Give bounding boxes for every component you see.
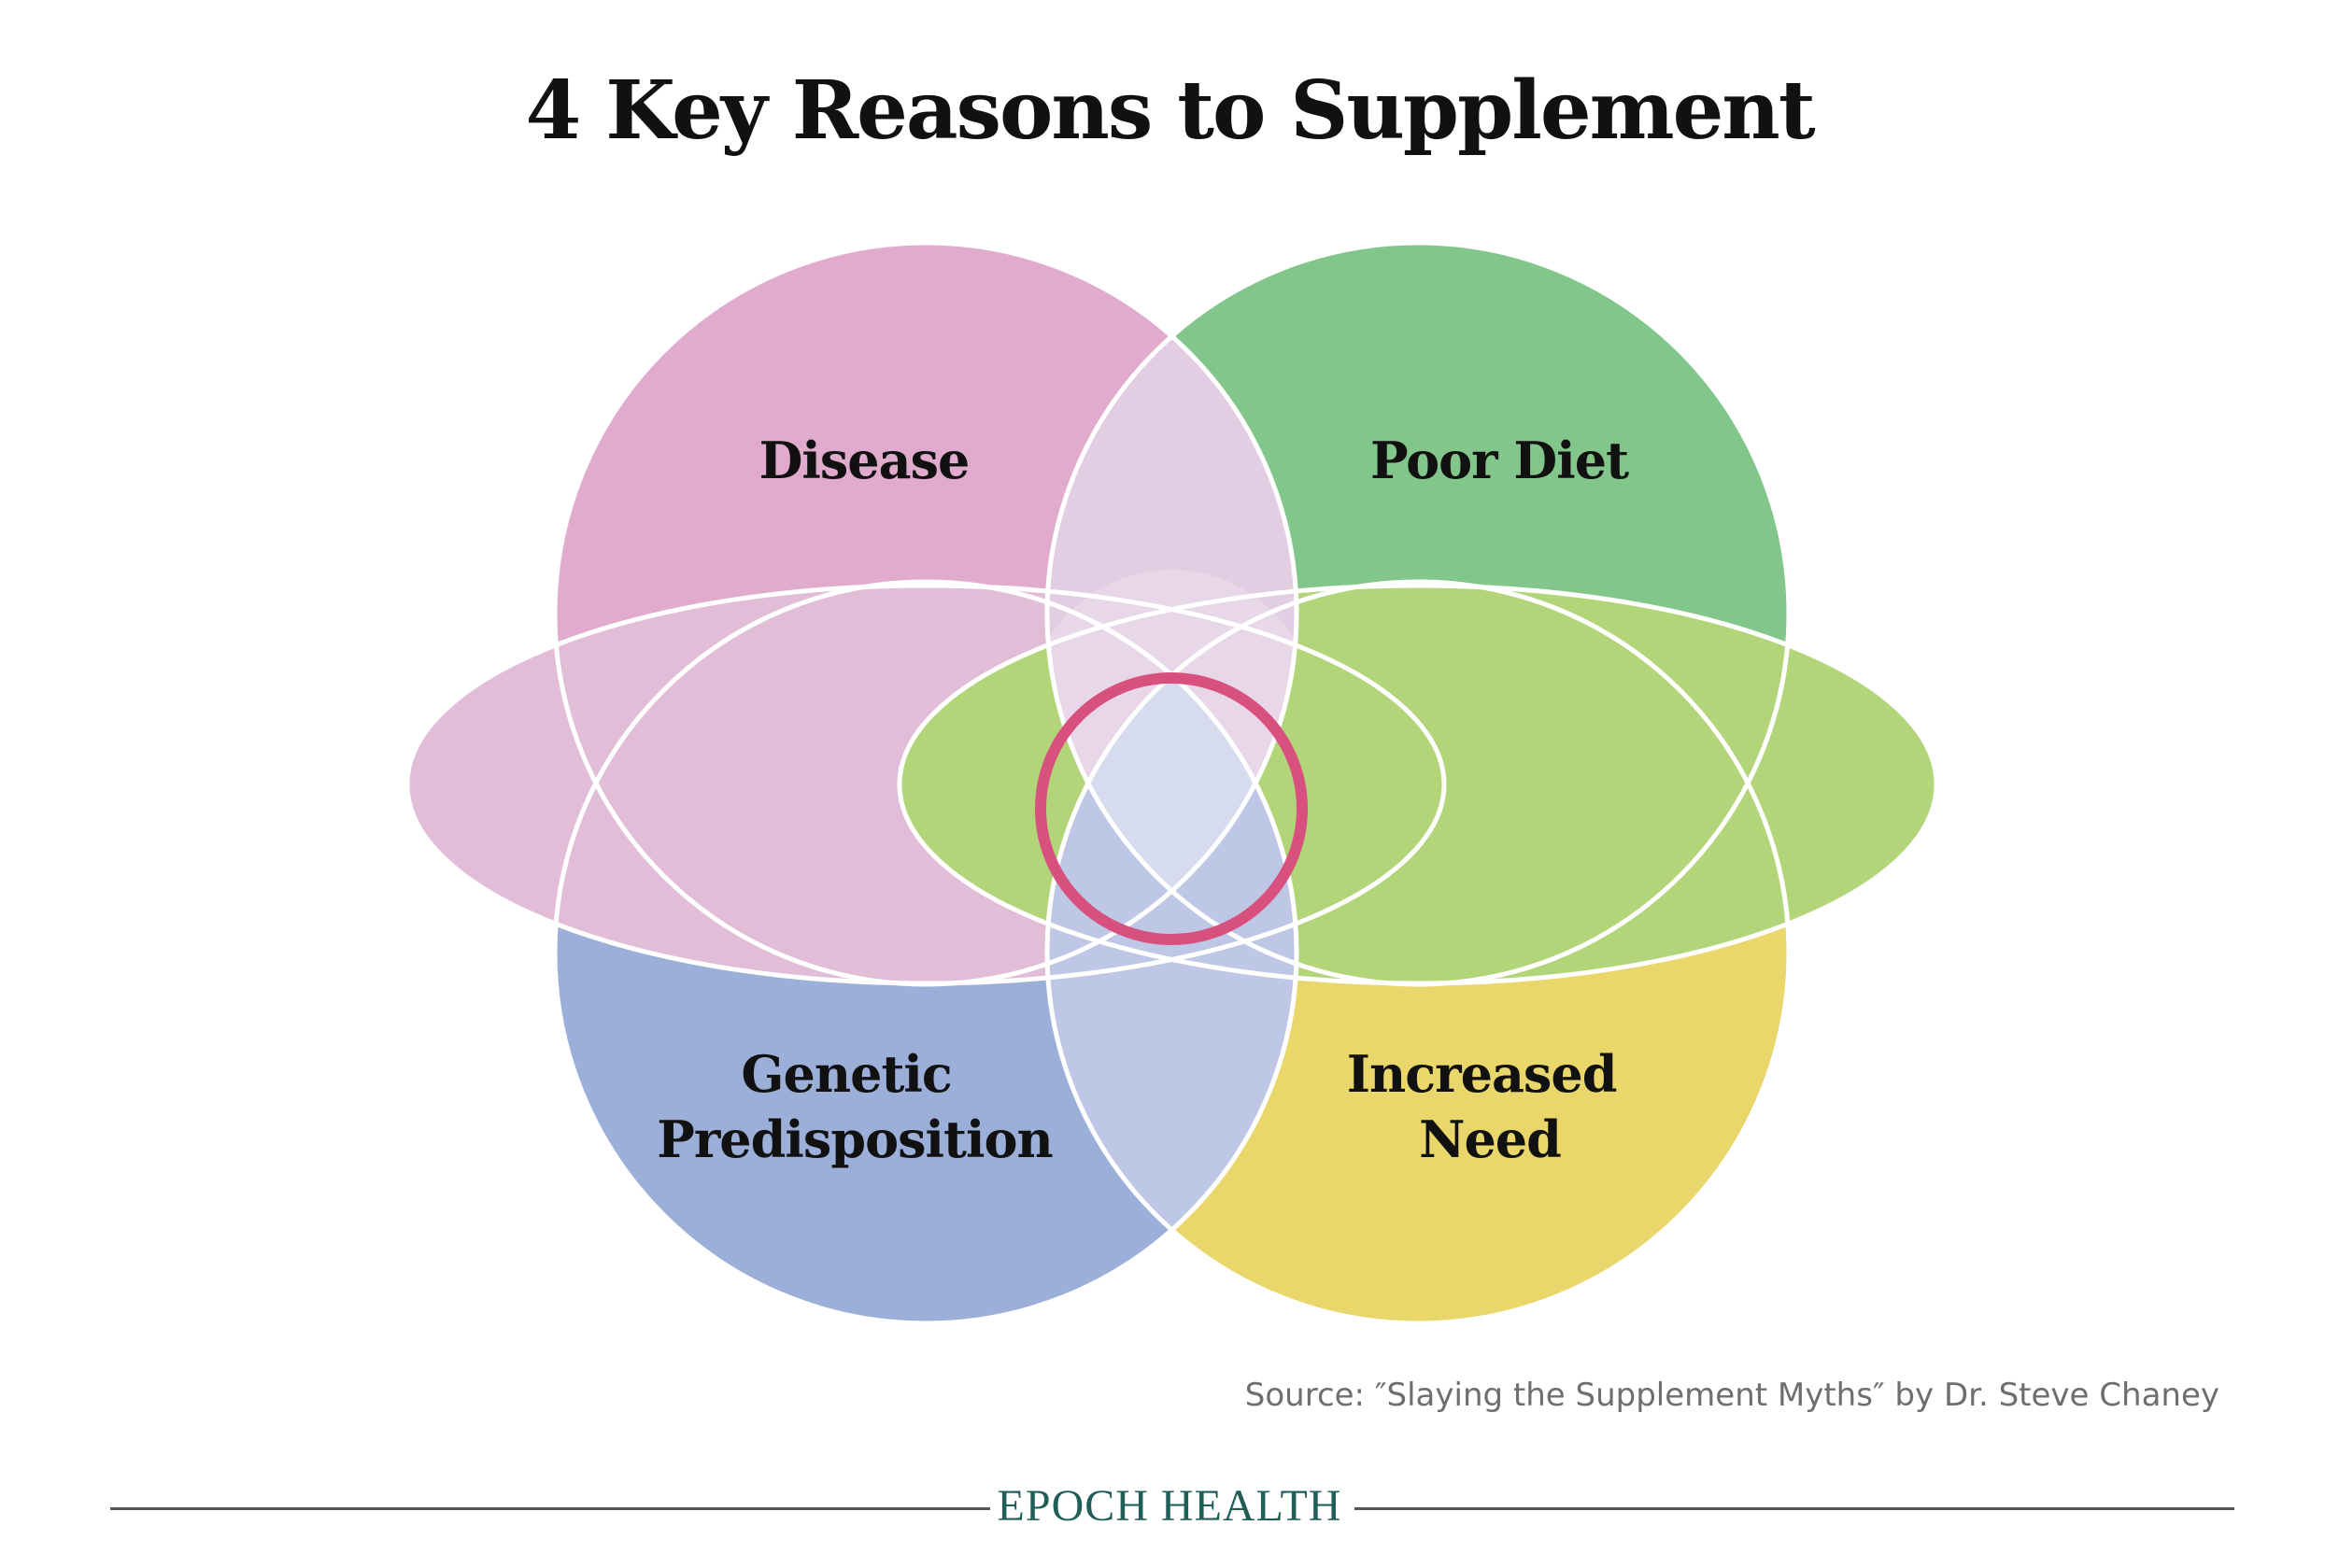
footer-rule-right bbox=[1354, 1507, 2234, 1510]
page-title: 4 Key Reasons to Supplement bbox=[525, 64, 1815, 158]
footer-rule-left bbox=[110, 1507, 990, 1510]
label-disease-line-1: Disease bbox=[759, 431, 970, 490]
label-genetic-line-2: Predisposition bbox=[657, 1109, 1053, 1169]
label-increased-need-line-1: Increased bbox=[1347, 1044, 1617, 1104]
outline-group bbox=[404, 240, 1939, 1326]
label-genetic-line-1: Genetic bbox=[741, 1044, 951, 1104]
label-poor-diet: Poor Diet bbox=[1370, 431, 1629, 490]
brand-logo: EPOCH HEALTH bbox=[997, 1481, 1342, 1531]
source-credit: Source: ″Slaying the Supplement Myths″ b… bbox=[1244, 1377, 2219, 1414]
label-poor-diet-line-1: Poor Diet bbox=[1370, 431, 1629, 490]
label-disease: Disease bbox=[759, 431, 970, 490]
highlight-ring bbox=[1035, 672, 1308, 945]
label-genetic: Genetic Predisposition bbox=[657, 1044, 1053, 1169]
label-increased-need: Increased Need bbox=[1347, 1044, 1634, 1169]
label-increased-need-line-2: Need bbox=[1419, 1109, 1561, 1169]
